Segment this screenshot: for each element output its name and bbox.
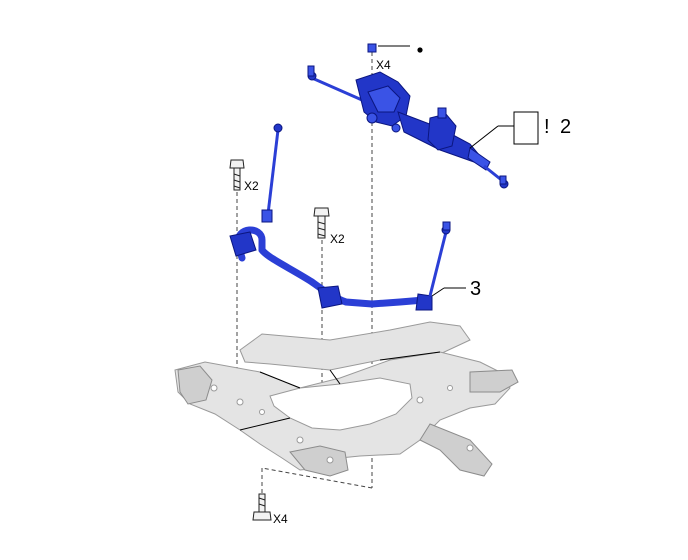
- nonreusable-dot-icon: [417, 47, 423, 53]
- stab-bolt-left-qty: X2: [244, 179, 259, 193]
- rack-bolt-qty: X4: [376, 58, 391, 72]
- callout-stabilizer: 3: [431, 278, 481, 300]
- stabilizer-bar-assembly: [229, 123, 451, 311]
- front-suspension-crossmember: [174, 321, 519, 477]
- stabilizer-bolt-mid: [313, 207, 330, 239]
- caution-icon: !: [544, 116, 550, 138]
- stabilizer-number: 3: [470, 278, 481, 300]
- stabilizer-bolt-left: [229, 159, 245, 191]
- steering-gear-number: 2: [560, 116, 571, 138]
- steering-gear-bolt: [367, 43, 377, 53]
- stab-bolt-mid-qty: X2: [330, 232, 345, 246]
- frame-bolt: [252, 493, 272, 521]
- frame-bolt-qty: X4: [273, 512, 288, 526]
- steering-gear-assembly: [307, 65, 509, 189]
- callout-steering-gear: ! 2: [469, 111, 571, 149]
- reference-box: [513, 111, 539, 145]
